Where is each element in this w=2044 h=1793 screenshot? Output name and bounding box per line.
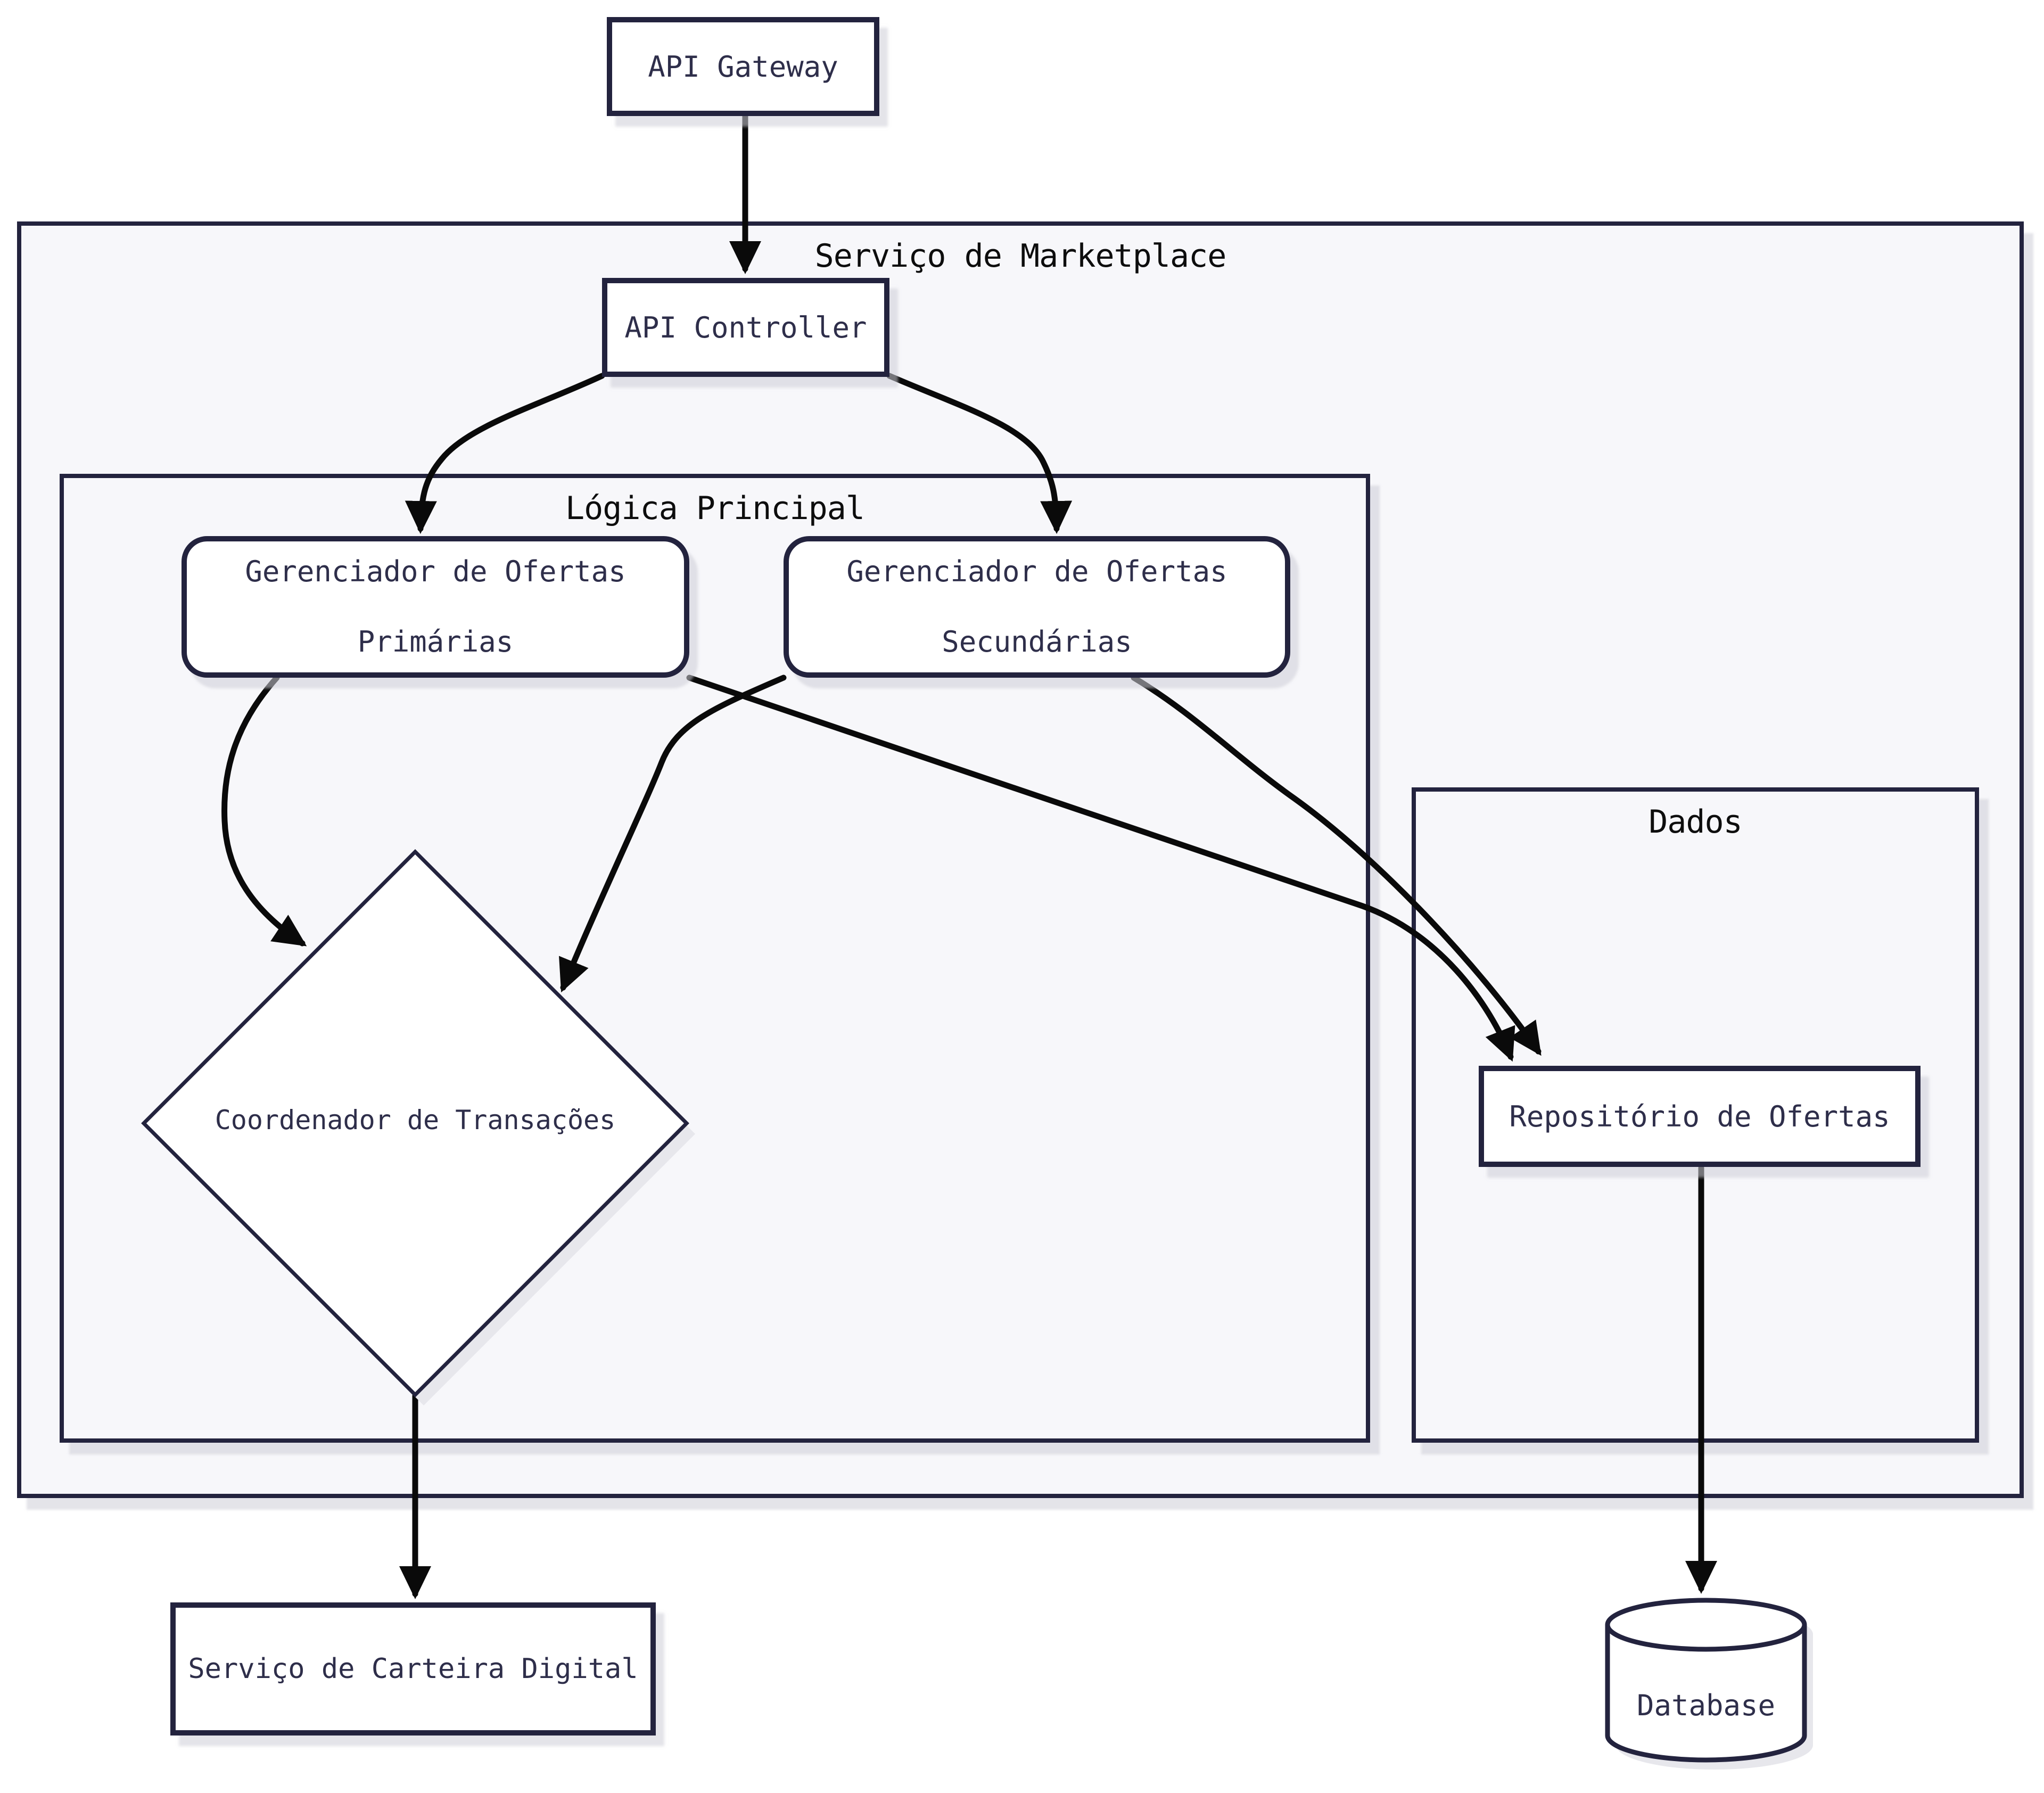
subgraph-logica-principal-label: Lógica Principal	[565, 490, 865, 527]
node-carteira-digital-label: Serviço de Carteira Digital	[188, 1653, 638, 1685]
edge-controller-secundarias	[886, 373, 1073, 534]
node-ofertas-primarias-line1: Gerenciador de Ofertas	[245, 555, 626, 588]
edge-primarias-repositorio	[686, 675, 1515, 1062]
subgraph-marketplace-label: Serviço de Marketplace	[814, 237, 1227, 275]
subgraph-dados-label: Dados	[1649, 803, 1743, 841]
node-ofertas-secundarias-line2: Secundárias	[942, 625, 1132, 659]
node-ofertas-secundarias-line1: Gerenciador de Ofertas	[846, 555, 1227, 588]
node-api-controller-label: API Controller	[624, 310, 867, 344]
node-database-label: Database	[1636, 1689, 1776, 1722]
node-repositorio-label: Repositório de Ofertas	[1509, 1099, 1890, 1133]
decision-diamond-shape	[141, 849, 695, 1405]
node-coordenador-label: Coordenador de Transações	[215, 1105, 616, 1136]
node-ofertas-primarias-line2: Primárias	[357, 625, 514, 659]
node-ofertas-secundarias: Gerenciador de Ofertas Secundárias	[784, 536, 1290, 678]
node-api-gateway-label: API Gateway	[648, 50, 838, 84]
node-ofertas-primarias: Gerenciador de Ofertas Primárias	[182, 536, 689, 678]
edge-secundarias-repositorio	[1131, 675, 1542, 1056]
node-carteira-digital: Serviço de Carteira Digital	[170, 1602, 656, 1736]
node-api-controller: API Controller	[602, 278, 889, 377]
node-repositorio: Repositório de Ofertas	[1479, 1066, 1921, 1167]
node-api-gateway: API Gateway	[607, 17, 879, 116]
database-cylinder-shape	[1605, 1598, 1813, 1770]
edge-primarias-coordenador	[221, 675, 307, 947]
edge-controller-primarias	[405, 373, 605, 534]
edge-secundarias-coordenador	[559, 675, 787, 993]
